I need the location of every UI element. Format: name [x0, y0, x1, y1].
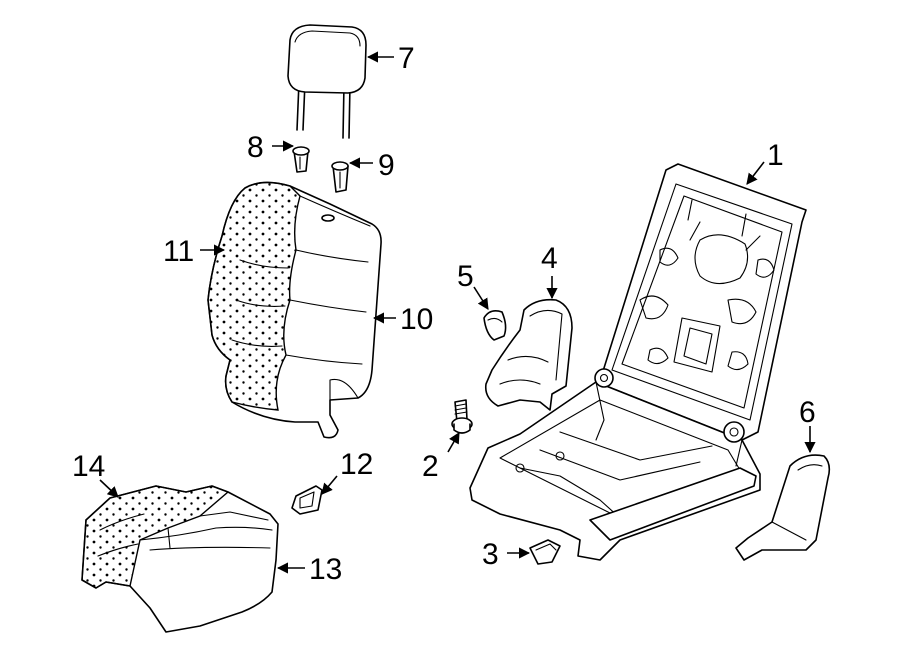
callout-2: 2 [422, 450, 439, 483]
headrest-part [287, 24, 367, 139]
callout-1: 1 [767, 139, 784, 172]
leader-14 [99, 479, 119, 498]
guide-sleeve-right [331, 161, 349, 193]
small-cover-part [483, 310, 507, 341]
callout-labels: 1 2 3 4 5 6 7 8 9 10 11 12 13 14 [72, 42, 816, 586]
callout-12: 12 [340, 448, 373, 481]
clip-part [529, 539, 561, 565]
seat-cushion-part [81, 485, 279, 633]
callout-6: 6 [799, 396, 816, 429]
callout-10: 10 [400, 303, 433, 336]
callout-11: 11 [163, 235, 194, 268]
callout-5: 5 [457, 260, 474, 293]
seat-frame-part [469, 163, 807, 561]
guide-sleeve-left [292, 146, 310, 173]
callout-7: 7 [398, 42, 415, 75]
callout-8: 8 [247, 131, 264, 164]
leader-lines [99, 51, 816, 574]
bolt-part [451, 399, 473, 434]
side-trim-part [484, 298, 573, 411]
callout-9: 9 [378, 149, 395, 182]
leader-1 [746, 161, 765, 185]
callout-13: 13 [309, 553, 342, 586]
callout-3: 3 [482, 538, 499, 571]
leader-5 [473, 286, 489, 310]
callout-14: 14 [72, 450, 105, 483]
leader-2 [447, 432, 460, 453]
callout-4: 4 [541, 242, 558, 275]
bracket-part [291, 485, 323, 515]
leader-12 [321, 475, 338, 495]
side-panel-part [735, 454, 831, 561]
seat-back-cushion-part [207, 181, 382, 439]
